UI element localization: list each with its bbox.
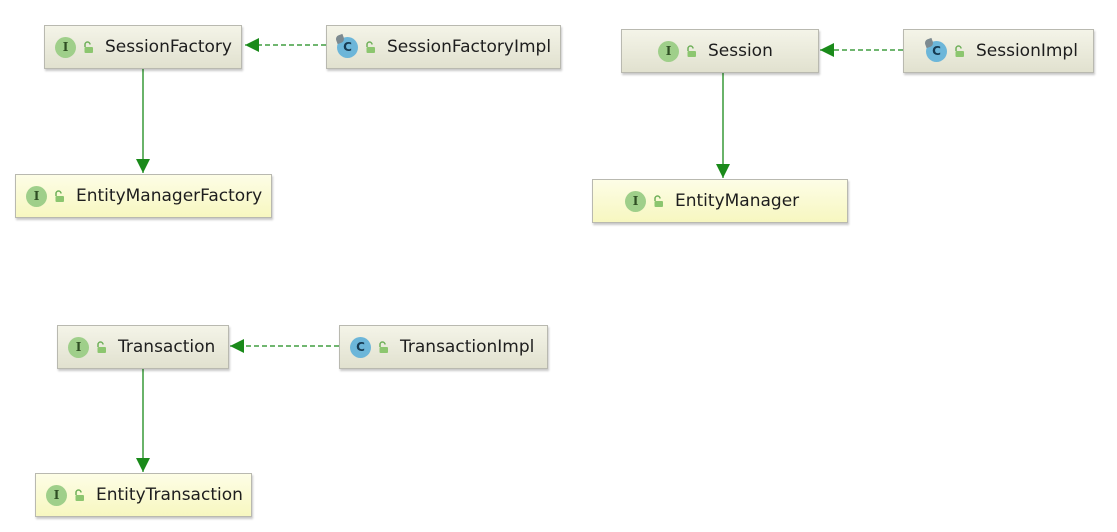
node-label: EntityManager	[675, 191, 800, 211]
interface-icon: I	[658, 40, 679, 62]
class-icon: C	[926, 40, 947, 62]
node-sessionfactory[interactable]: I SessionFactory	[44, 25, 242, 69]
node-label: Transaction	[118, 337, 216, 357]
node-label: Session	[708, 41, 773, 61]
node-label: EntityTransaction	[96, 485, 243, 505]
interface-icon: I	[46, 484, 67, 506]
node-label: EntityManagerFactory	[76, 186, 263, 206]
node-sessionfactoryimpl[interactable]: C SessionFactoryImpl	[326, 25, 561, 69]
class-icon: C	[350, 336, 371, 358]
node-label: TransactionImpl	[400, 337, 535, 357]
node-label: SessionFactoryImpl	[387, 37, 552, 57]
interface-icon: I	[68, 336, 89, 358]
node-label: SessionImpl	[976, 41, 1078, 61]
node-entitymanager[interactable]: I EntityManager	[592, 179, 848, 223]
interface-icon: I	[55, 36, 76, 58]
node-entitytransaction[interactable]: I EntityTransaction	[35, 473, 252, 517]
unlocked-icon	[654, 194, 663, 207]
node-sessionimpl[interactable]: C SessionImpl	[903, 29, 1094, 73]
unlocked-icon	[84, 40, 93, 53]
unlocked-icon	[75, 488, 84, 501]
unlocked-icon	[379, 340, 388, 353]
class-icon: C	[337, 36, 358, 58]
interface-icon: I	[625, 190, 646, 212]
node-transactionimpl[interactable]: C TransactionImpl	[339, 325, 548, 369]
node-session[interactable]: I Session	[621, 29, 819, 73]
node-entitymanagerfactory[interactable]: I EntityManagerFactory	[15, 174, 272, 218]
unlocked-icon	[97, 340, 106, 353]
unlocked-icon	[687, 44, 696, 57]
node-label: SessionFactory	[105, 37, 232, 57]
interface-icon: I	[26, 185, 47, 207]
node-transaction[interactable]: I Transaction	[57, 325, 229, 369]
unlocked-icon	[366, 40, 375, 53]
unlocked-icon	[55, 189, 64, 202]
unlocked-icon	[955, 44, 964, 57]
